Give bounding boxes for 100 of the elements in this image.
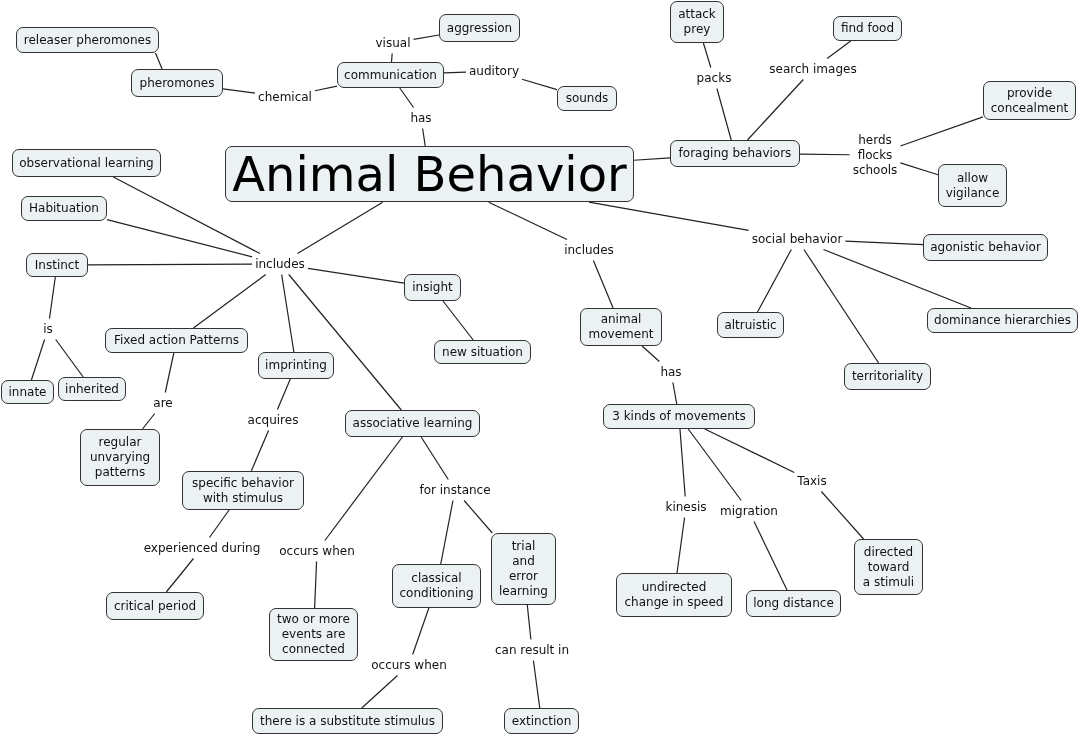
concept-box: [252, 708, 443, 734]
linking-phrase: packs: [696, 70, 732, 86]
concept-label: attack prey: [678, 7, 716, 37]
concept-label: allow vigilance: [945, 170, 1000, 201]
concept-box: [670, 140, 800, 167]
connector-line: [208, 509, 230, 539]
connector-line: [281, 273, 295, 353]
connector-line: [412, 607, 430, 656]
connector-line: [532, 659, 541, 709]
linking-phrase: acquires: [247, 412, 299, 428]
concept-label: insight: [412, 280, 453, 295]
linking-phrase: occurs when: [371, 657, 447, 673]
connector-line: [756, 248, 792, 313]
connector-line: [899, 116, 984, 147]
linking-phrase: visual: [375, 35, 411, 51]
connector-line: [803, 248, 880, 364]
concept-box: [21, 196, 107, 221]
connector-line: [633, 157, 671, 161]
concept-box: [337, 62, 444, 88]
connector-line: [164, 352, 175, 394]
concept-box: [106, 592, 204, 620]
concept-box: [616, 573, 732, 617]
linking-phrase: includes: [564, 242, 614, 258]
concept-box: [504, 708, 579, 734]
connector-line: [641, 345, 660, 363]
connector-line: [106, 218, 253, 258]
connector-line: [820, 490, 865, 540]
connector-line: [521, 78, 558, 91]
linking-phrase: social behavior: [751, 231, 843, 247]
concept-label: innate: [8, 384, 47, 400]
connector-line: [399, 87, 415, 109]
concept-label: there is a substitute stimulus: [260, 713, 435, 729]
linking-phrase: includes: [255, 256, 305, 272]
main-concept-title: Animal Behavior: [232, 148, 627, 200]
concept-label: territoriality: [851, 369, 924, 384]
linking-phrase: for instance: [419, 482, 491, 498]
linking-phrase: search images: [769, 61, 857, 77]
concept-box: [557, 86, 617, 111]
connector-line: [440, 499, 454, 565]
concept-box: [938, 164, 1007, 207]
concept-box: [746, 590, 841, 617]
connector-line: [676, 516, 686, 574]
concept-label: dominance hierarchies: [934, 313, 1071, 328]
concept-label: 3 kinds of movements: [612, 409, 746, 424]
connector-line: [222, 88, 256, 94]
connector-line: [412, 34, 440, 41]
concept-box: [80, 429, 160, 486]
concept-label: classical conditioning: [399, 571, 474, 601]
connector-line: [87, 263, 253, 266]
concept-box: [844, 363, 931, 390]
connector-line: [753, 520, 788, 591]
connector-line: [799, 153, 851, 156]
linking-phrase: migration: [720, 503, 778, 519]
concept-label: long distance: [753, 596, 834, 611]
concept-label: provide concealment: [990, 85, 1069, 116]
linking-phrase: is: [43, 321, 53, 337]
connector-line: [702, 42, 712, 69]
linking-phrase: auditory: [469, 63, 519, 79]
concept-box: [833, 16, 902, 41]
concept-label: specific behavior with stimulus: [191, 475, 295, 506]
concept-box: [603, 404, 755, 429]
concept-box: [392, 564, 481, 608]
concept-box: [404, 274, 461, 301]
concept-label: Fixed action Patterns: [113, 333, 240, 348]
connector-line: [746, 78, 804, 141]
concept-label: foraging behaviors: [678, 146, 792, 161]
concept-label: Habituation: [29, 201, 99, 216]
concept-label: imprinting: [265, 358, 327, 373]
concept-box: [717, 312, 784, 338]
connector-line: [826, 40, 852, 60]
concept-label: Instinct: [34, 257, 80, 273]
concept-label: directed toward a stimuli: [862, 544, 915, 590]
connector-line: [716, 87, 732, 141]
linking-phrase: kinesis: [665, 499, 707, 515]
concept-label: regular unvarying patterns: [89, 435, 151, 480]
concept-box: [345, 410, 480, 437]
concept-box: [434, 340, 531, 364]
concept-box: [269, 608, 358, 661]
connector-line: [288, 273, 402, 411]
connector-line: [420, 436, 449, 481]
connector-line: [463, 499, 493, 534]
concept-box: [182, 471, 304, 510]
linking-phrase: can result in: [494, 642, 570, 658]
concept-label: agonistic behavior: [930, 240, 1041, 255]
concept-box: [439, 14, 520, 42]
connector-line: [588, 201, 750, 232]
connector-line: [192, 273, 267, 329]
concept-label: trial and error learning: [499, 539, 548, 599]
connector-line: [30, 338, 46, 381]
concept-label: altruistic: [724, 317, 777, 333]
connector-line: [443, 71, 467, 74]
concept-label: animal movement: [588, 312, 654, 342]
connector-line: [844, 240, 924, 246]
connector-line: [165, 557, 195, 593]
concept-box: [105, 328, 248, 353]
concept-label: releaser pheromones: [23, 32, 152, 48]
concept-label: associative learning: [352, 416, 473, 431]
concept-label: extinction: [511, 713, 572, 729]
linking-phrase: Taxis: [797, 473, 827, 489]
connector-line: [899, 162, 939, 176]
